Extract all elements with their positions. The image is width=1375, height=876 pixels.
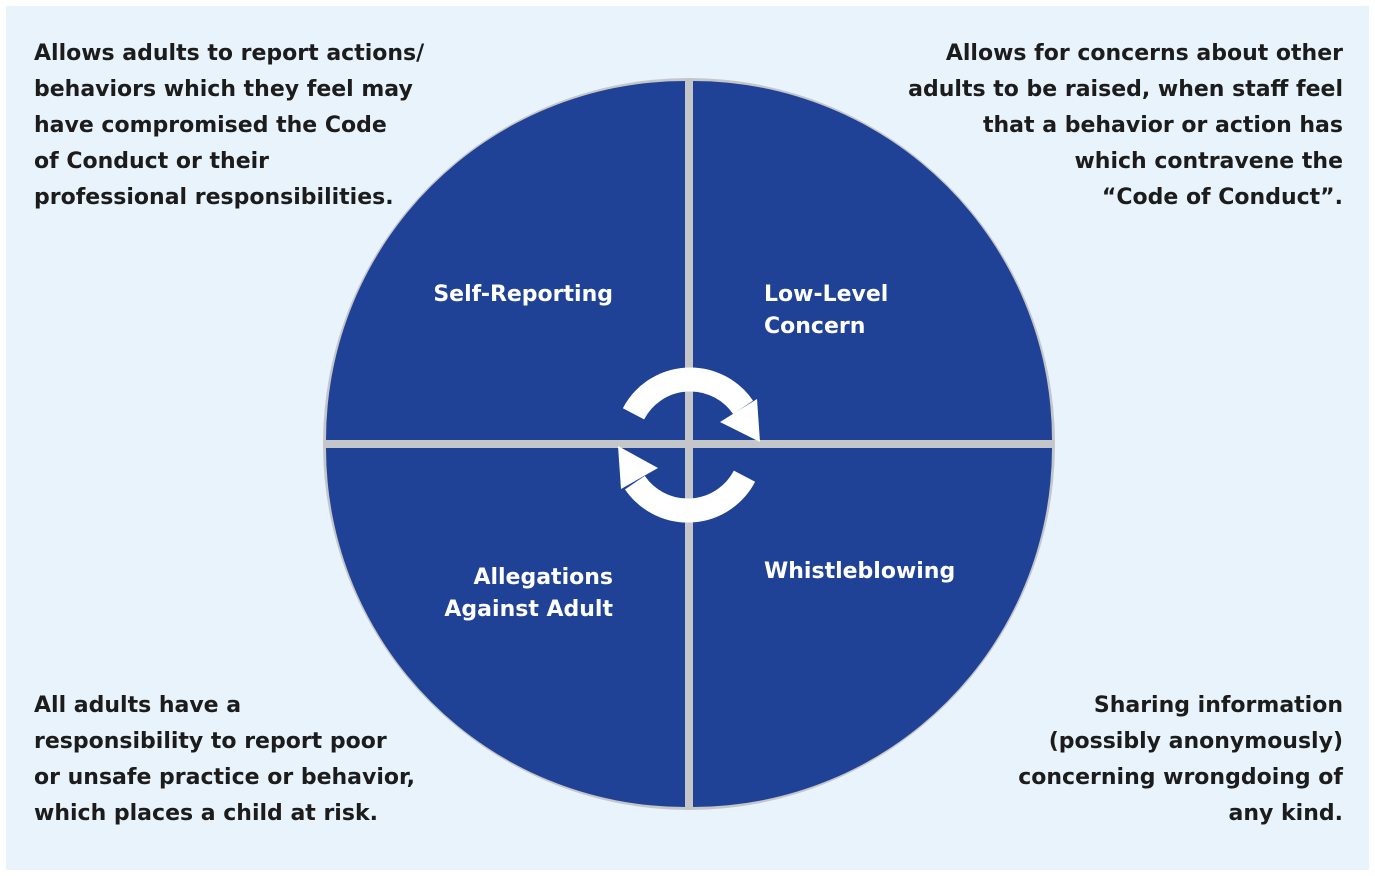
refresh-arrowhead-bottom	[618, 446, 658, 489]
quadrant-whistleblowing	[693, 448, 1052, 807]
quadrant-allegations	[326, 448, 685, 807]
low-level-concern-description: Allows for concerns about other adults t…	[908, 41, 1343, 210]
refresh-arc-top	[622, 367, 754, 420]
quadrant-low-level-concern	[693, 81, 1052, 440]
refresh-arrowhead-top	[720, 399, 760, 442]
quadrant-self-reporting	[326, 81, 685, 440]
self-reporting-description: Allows adults to report actions/ behavio…	[34, 41, 425, 210]
low-level-concern-label: Low-Level Concern	[764, 282, 889, 339]
self-reporting-label: Self-Reporting	[433, 282, 613, 307]
whistleblowing-description: Sharing information (possibly anonymousl…	[1018, 693, 1343, 826]
refresh-arc-bottom	[624, 470, 756, 523]
refresh-cycle-icon	[618, 367, 760, 523]
allegations-against-adult-label: Allegations Against Adult	[444, 565, 613, 622]
whistleblowing-label: Whistleblowing	[764, 559, 956, 584]
allegations-description: All adults have a responsibility to repo…	[34, 693, 415, 826]
